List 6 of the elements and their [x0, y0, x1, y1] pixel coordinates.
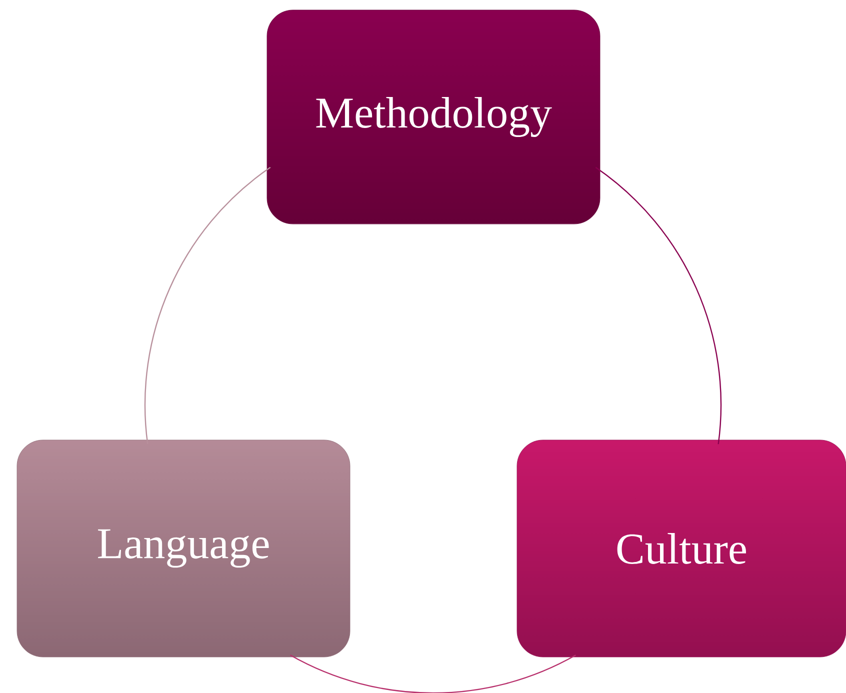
rounded-box: Culture: [516, 440, 846, 658]
connector-arc: [144, 166, 271, 444]
connector-arc: [595, 166, 722, 445]
connector-arc: [290, 654, 576, 693]
rounded-box: Methodology: [266, 10, 600, 224]
rounded-box: Language: [16, 440, 350, 658]
